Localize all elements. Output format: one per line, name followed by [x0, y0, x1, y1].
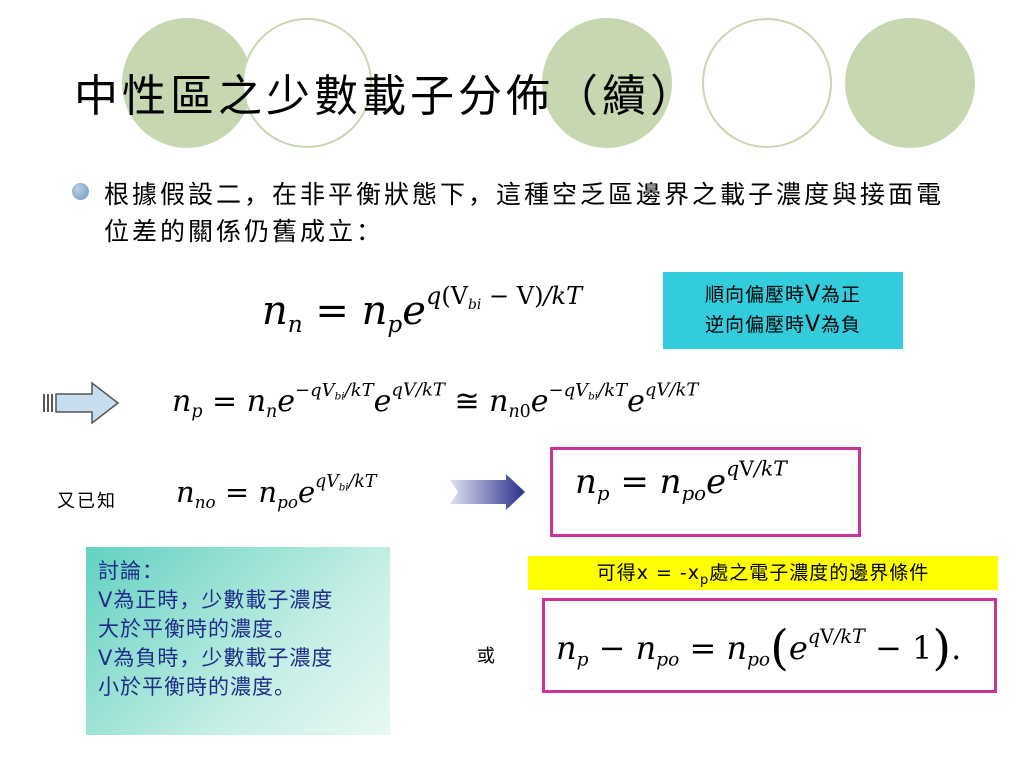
arrow-right-icon: [43, 381, 120, 425]
bias-note-forward: 順向偏壓時V為正: [704, 282, 862, 307]
equation-nno: nno = npoeqVbi/kT: [176, 472, 377, 512]
discussion-line-2: 大於平衡時的濃度。: [98, 617, 296, 641]
discussion-line-4: 小於平衡時的濃度。: [98, 675, 296, 699]
result-box-excess: [542, 598, 997, 693]
equation-np-derivation: np = nne−qVbi/kTeqV/kT ≅ nn0e−qVbi/kTeqV…: [172, 379, 699, 423]
bullet-text: 根據假設二，在非平衡狀態下，這種空乏區邊界之載子濃度與接面電位差的關係仍舊成立：: [104, 180, 945, 246]
decor-circle-2: [242, 18, 372, 148]
discussion-heading: 討論：: [98, 559, 164, 583]
discussion-box: 討論： V為正時，少數載子濃度 大於平衡時的濃度。 V為負時，少數載子濃度 小於…: [86, 547, 390, 735]
equation-np-result: np = npoeqV/kT: [575, 456, 787, 505]
decor-circle-3: [542, 18, 672, 148]
slide-title: 中性區之少數載子分佈（續）: [74, 71, 698, 122]
bias-note-reverse: 逆向偏壓時V為負: [704, 312, 862, 337]
decor-circle-1: [122, 18, 252, 148]
bullet-icon: [72, 183, 89, 200]
or-label: 或: [477, 646, 495, 667]
boundary-condition-note: 可得x = -xp處之電子濃度的邊界條件: [528, 556, 998, 590]
discussion-line-3: V為負時，少數載子濃度: [98, 646, 334, 670]
chevron-arrow-icon: [450, 474, 525, 510]
decor-circle-5: [845, 18, 975, 148]
equation-excess-carriers: np − npo = npo(eqV/kT − 1).: [556, 620, 962, 676]
discussion-line-1: V為正時，少數載子濃度: [98, 588, 334, 612]
bias-note-box: 順向偏壓時V為正 逆向偏壓時V為負: [663, 272, 903, 349]
known-label: 又已知: [57, 491, 117, 512]
decor-circle-4: [702, 18, 832, 148]
equation-nn: nn = npeq(Vbi − V)/kT: [262, 281, 583, 339]
result-box-np: [550, 447, 861, 537]
